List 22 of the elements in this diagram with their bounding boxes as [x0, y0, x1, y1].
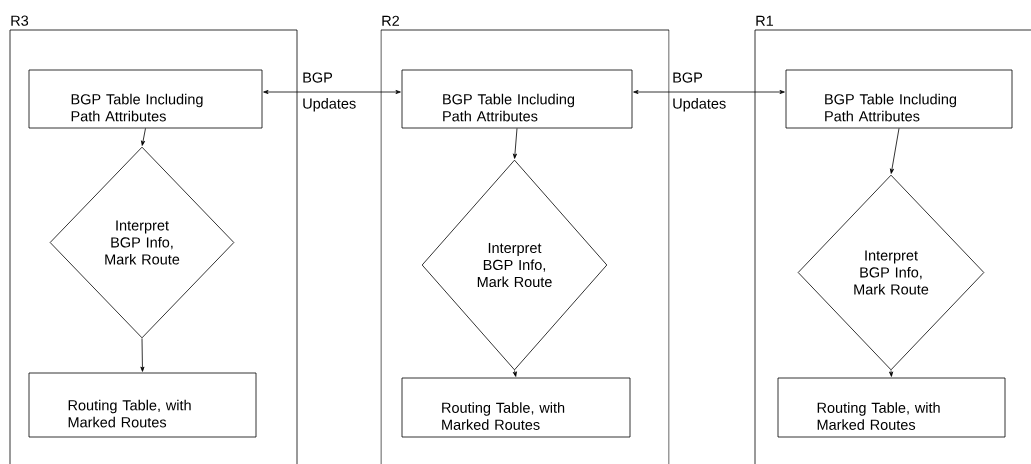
router-label: R2: [382, 15, 399, 26]
arrow: [512, 370, 517, 377]
edge-label: BGP Updates: [303, 72, 356, 112]
router-box: [380, 29, 670, 464]
arrow: [890, 128, 900, 174]
process-box: BGP Table Including Path Attributes: [28, 69, 263, 129]
router-label: R3: [11, 15, 29, 26]
double-arrow: [633, 90, 785, 94]
process-box: Routing Table, with Marked Routes: [777, 377, 1006, 438]
router-box: [9, 29, 298, 464]
process-box: Routing Table, with Marked Routes: [28, 372, 257, 438]
router-box: [754, 29, 1031, 464]
edge-label: BGP Updates: [673, 72, 726, 112]
process-box: BGP Table Including Path Attributes: [785, 69, 1013, 129]
arrow: [140, 338, 145, 372]
arrow: [512, 128, 518, 159]
process-box: Routing Table, with Marked Routes: [401, 377, 631, 438]
double-arrow: [263, 90, 401, 94]
arrow: [889, 370, 894, 377]
process-box: BGP Table Including Path Attributes: [401, 69, 633, 129]
router-label: R1: [756, 15, 774, 26]
arrow: [141, 128, 146, 146]
